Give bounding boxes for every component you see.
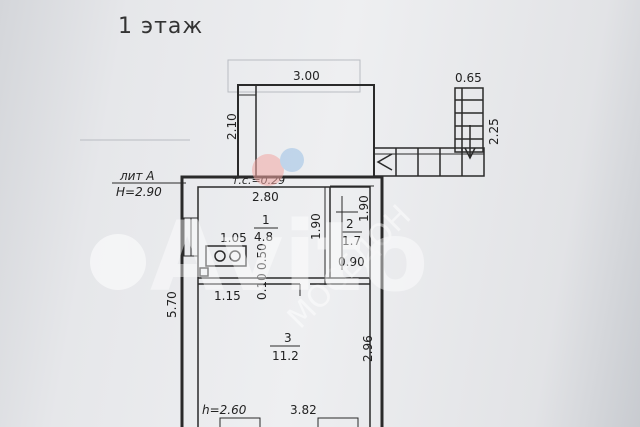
room2-height-a-label: 1.90 — [309, 213, 323, 240]
room2-height-b-label: 1.90 — [357, 195, 371, 222]
room3-number: 3 — [284, 331, 292, 345]
lit-height-label: H=2.90 — [116, 185, 162, 199]
room1-number: 1 — [262, 213, 270, 227]
room3-width-label: 3.82 — [290, 403, 317, 417]
porch-width-label: 0.65 — [455, 71, 482, 85]
guide-lines — [80, 59, 361, 141]
stove-depth-label: 0.50 — [255, 243, 269, 270]
dimension-lines — [336, 196, 358, 270]
porch-stairs — [373, 87, 485, 177]
page-title: 1 этаж — [118, 14, 203, 39]
watermark-dot-blue — [280, 148, 304, 172]
room1-width-label: 2.80 — [252, 190, 279, 204]
watermark-dot-red — [252, 154, 284, 186]
room3-area: 11.2 — [272, 349, 299, 363]
watermark-text: Avito — [150, 201, 428, 313]
room3-depth-label: 2.96 — [361, 335, 375, 362]
room2-width-label: 0.90 — [338, 255, 365, 269]
porch-length-label: 2.25 — [487, 118, 501, 145]
lit-name-label: лит А — [119, 169, 154, 183]
hall-width-label: 1.15 — [214, 289, 241, 303]
hall-offset-label: 0.10 — [255, 273, 269, 300]
watermark-dot-white — [90, 234, 146, 290]
room3-ceiling-label: h=2.60 — [202, 403, 247, 417]
room2-area: 1.7 — [342, 234, 361, 248]
total-depth-label: 5.70 — [165, 291, 179, 318]
room1-area: 4.8 — [254, 230, 273, 244]
stove-width-label: 1.05 — [220, 231, 247, 245]
room2-number: 2 — [346, 217, 354, 231]
vestibule-depth-label: 2.10 — [225, 113, 239, 140]
stove-icon — [199, 245, 247, 277]
watermark: Avito МОСЕДОН — [90, 148, 428, 336]
vestibule-width-label: 3.00 — [293, 69, 320, 83]
